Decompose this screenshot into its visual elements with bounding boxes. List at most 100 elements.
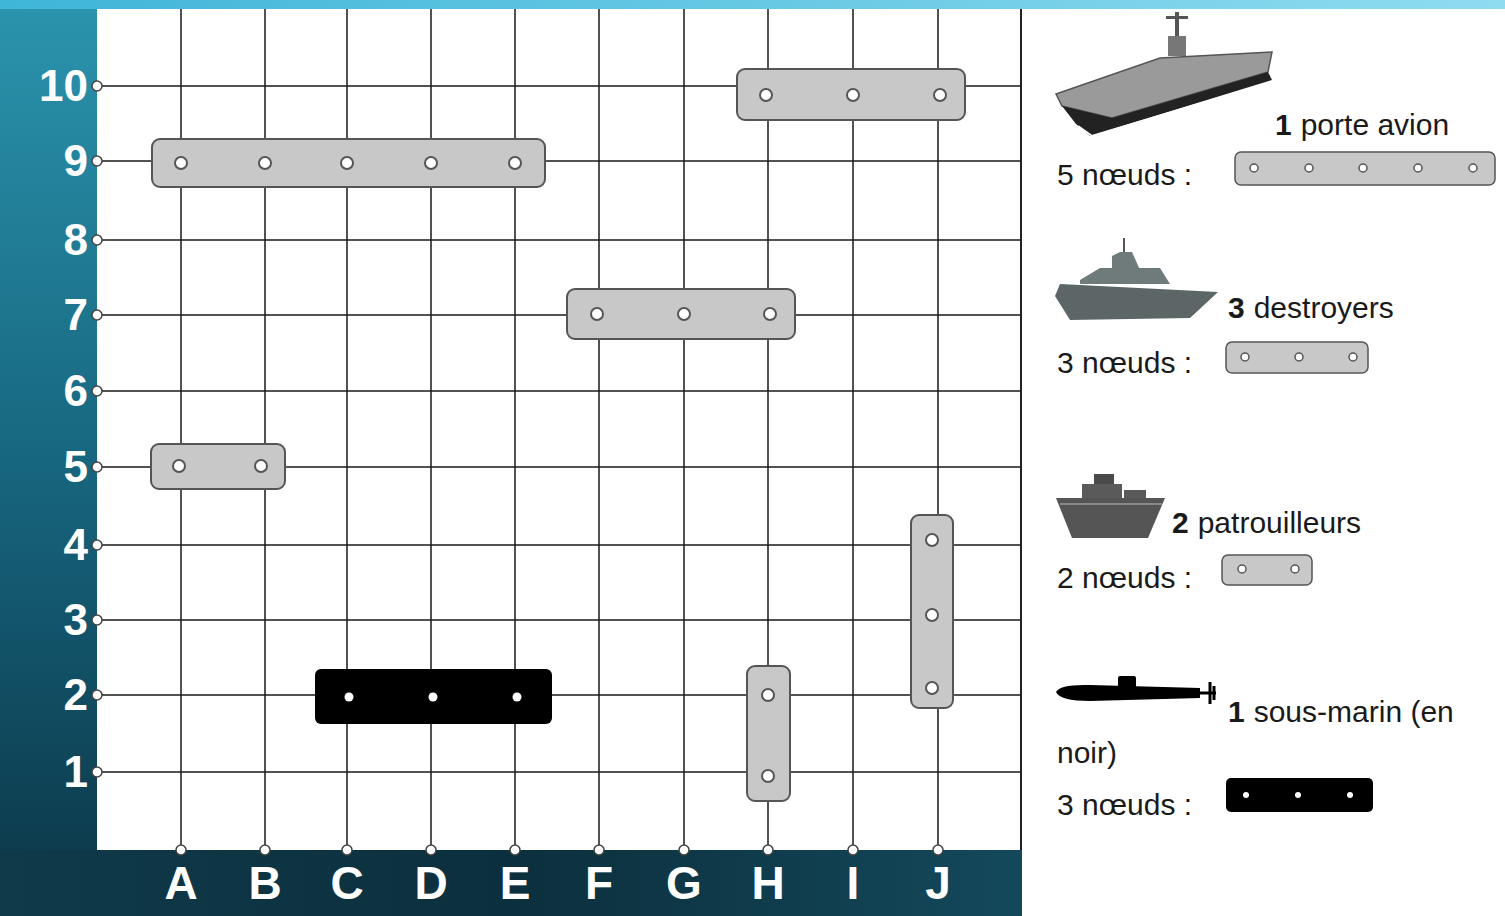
bottom-sea-band bbox=[0, 850, 1022, 916]
patrol-hull bbox=[1056, 498, 1165, 538]
column-letter: F bbox=[585, 857, 613, 909]
sample-node bbox=[1238, 565, 1246, 573]
column-letter: E bbox=[500, 857, 531, 909]
legend-heading: 2 bbox=[1172, 506, 1189, 539]
column-letter: C bbox=[330, 857, 363, 909]
column-letter: G bbox=[666, 857, 702, 909]
column-letter-holder: F bbox=[554, 852, 644, 914]
row-number: 7 bbox=[64, 290, 88, 339]
row-number-holder: 9 bbox=[4, 133, 88, 189]
carrier-hull bbox=[1062, 72, 1272, 136]
ship-node bbox=[259, 157, 271, 169]
ship-node bbox=[926, 609, 938, 621]
row-dot bbox=[92, 81, 102, 91]
destroyer-sample bbox=[1226, 342, 1368, 373]
row-dot bbox=[92, 462, 102, 472]
destroyer-hull bbox=[1055, 284, 1218, 320]
sample-node bbox=[1243, 792, 1249, 798]
row-dot bbox=[92, 156, 102, 166]
column-dot bbox=[176, 845, 186, 855]
submarine-nodes bbox=[345, 693, 522, 702]
column-letter: D bbox=[414, 857, 447, 909]
legend-heading: sous-marin (en noir) bbox=[1057, 695, 1454, 769]
ship-node bbox=[509, 157, 521, 169]
sample-node bbox=[1347, 792, 1353, 798]
carrier-island bbox=[1168, 36, 1186, 56]
ship-node bbox=[429, 693, 438, 702]
sample-node bbox=[1305, 164, 1313, 172]
top-band bbox=[0, 0, 1505, 9]
ship-node bbox=[591, 308, 603, 320]
ship-node bbox=[762, 770, 774, 782]
grid-right-border bbox=[1020, 9, 1022, 850]
grid-lines bbox=[97, 9, 1020, 850]
column-letter: I bbox=[847, 857, 860, 909]
row-number: 1 bbox=[64, 747, 88, 796]
row-number: 10 bbox=[39, 61, 88, 110]
column-letter-holder: A bbox=[136, 852, 226, 914]
row-dot bbox=[92, 386, 102, 396]
ship-node bbox=[173, 460, 185, 472]
legend-heading: 1 bbox=[1275, 108, 1292, 141]
sample-node bbox=[1349, 353, 1357, 361]
legend-text: 2 nœuds : bbox=[1057, 558, 1192, 598]
column-dot bbox=[260, 845, 270, 855]
column-letter-holder: B bbox=[220, 852, 310, 914]
destroyer-piece bbox=[737, 69, 965, 120]
row-number-holder: 6 bbox=[4, 363, 88, 419]
ship-node bbox=[513, 693, 522, 702]
column-dot bbox=[594, 845, 604, 855]
legend-heading-holder: 3 destroyers bbox=[1228, 288, 1498, 328]
patrol-piece bbox=[151, 444, 285, 489]
column-letter-holder: G bbox=[639, 852, 729, 914]
sample-node bbox=[1469, 164, 1477, 172]
patrol-cabin bbox=[1124, 490, 1146, 498]
column-dots bbox=[176, 845, 943, 855]
legend-text: 5 nœuds : bbox=[1057, 155, 1192, 195]
patrol-mast bbox=[1094, 474, 1114, 484]
ship-pieces bbox=[151, 69, 965, 801]
legend-heading: destroyers bbox=[1254, 291, 1394, 324]
row-number-holder: 5 bbox=[4, 439, 88, 495]
destroyer-tower bbox=[1112, 252, 1140, 270]
ship-node bbox=[847, 89, 859, 101]
row-number-holder: 2 bbox=[4, 667, 88, 723]
legend-heading-holder: 1sous-marin (en noir) bbox=[1057, 691, 1497, 773]
submarine-propeller bbox=[1200, 682, 1216, 704]
submarine-hull bbox=[1056, 685, 1200, 701]
column-letter-holder: H bbox=[723, 852, 813, 914]
patrol-piece bbox=[747, 666, 790, 801]
patrol-cabin bbox=[1082, 484, 1122, 498]
column-letter: J bbox=[925, 857, 951, 909]
row-number: 4 bbox=[64, 520, 88, 569]
column-letter: H bbox=[751, 857, 784, 909]
row-number: 2 bbox=[64, 670, 88, 719]
ship-node bbox=[934, 89, 946, 101]
legend-heading: 1 bbox=[1228, 695, 1245, 728]
patrol-stripe bbox=[1060, 503, 1162, 505]
legend-heading-holder: 1 porte avion bbox=[1275, 105, 1500, 145]
ship-node bbox=[175, 157, 187, 169]
destroyer-superstructure bbox=[1080, 268, 1170, 284]
patrol-sample bbox=[1222, 555, 1312, 585]
ship-node bbox=[760, 89, 772, 101]
column-dot bbox=[933, 845, 943, 855]
carrier-illustration bbox=[1056, 12, 1272, 136]
legend-heading: 3 bbox=[1228, 291, 1245, 324]
row-number-holder: 8 bbox=[4, 212, 88, 268]
row-number: 8 bbox=[64, 215, 88, 264]
ship-node bbox=[341, 157, 353, 169]
row-dot bbox=[92, 540, 102, 550]
column-letter-holder: I bbox=[808, 852, 898, 914]
legend-heading: porte avion bbox=[1301, 108, 1449, 141]
column-dot bbox=[763, 845, 773, 855]
carrier-stripe bbox=[1078, 82, 1272, 136]
sample-node bbox=[1291, 565, 1299, 573]
row-dot bbox=[92, 615, 102, 625]
row-dot bbox=[92, 767, 102, 777]
row-number: 6 bbox=[64, 366, 88, 415]
ship-node bbox=[926, 682, 938, 694]
legend-heading: patrouilleurs bbox=[1198, 506, 1361, 539]
ship-node bbox=[425, 157, 437, 169]
